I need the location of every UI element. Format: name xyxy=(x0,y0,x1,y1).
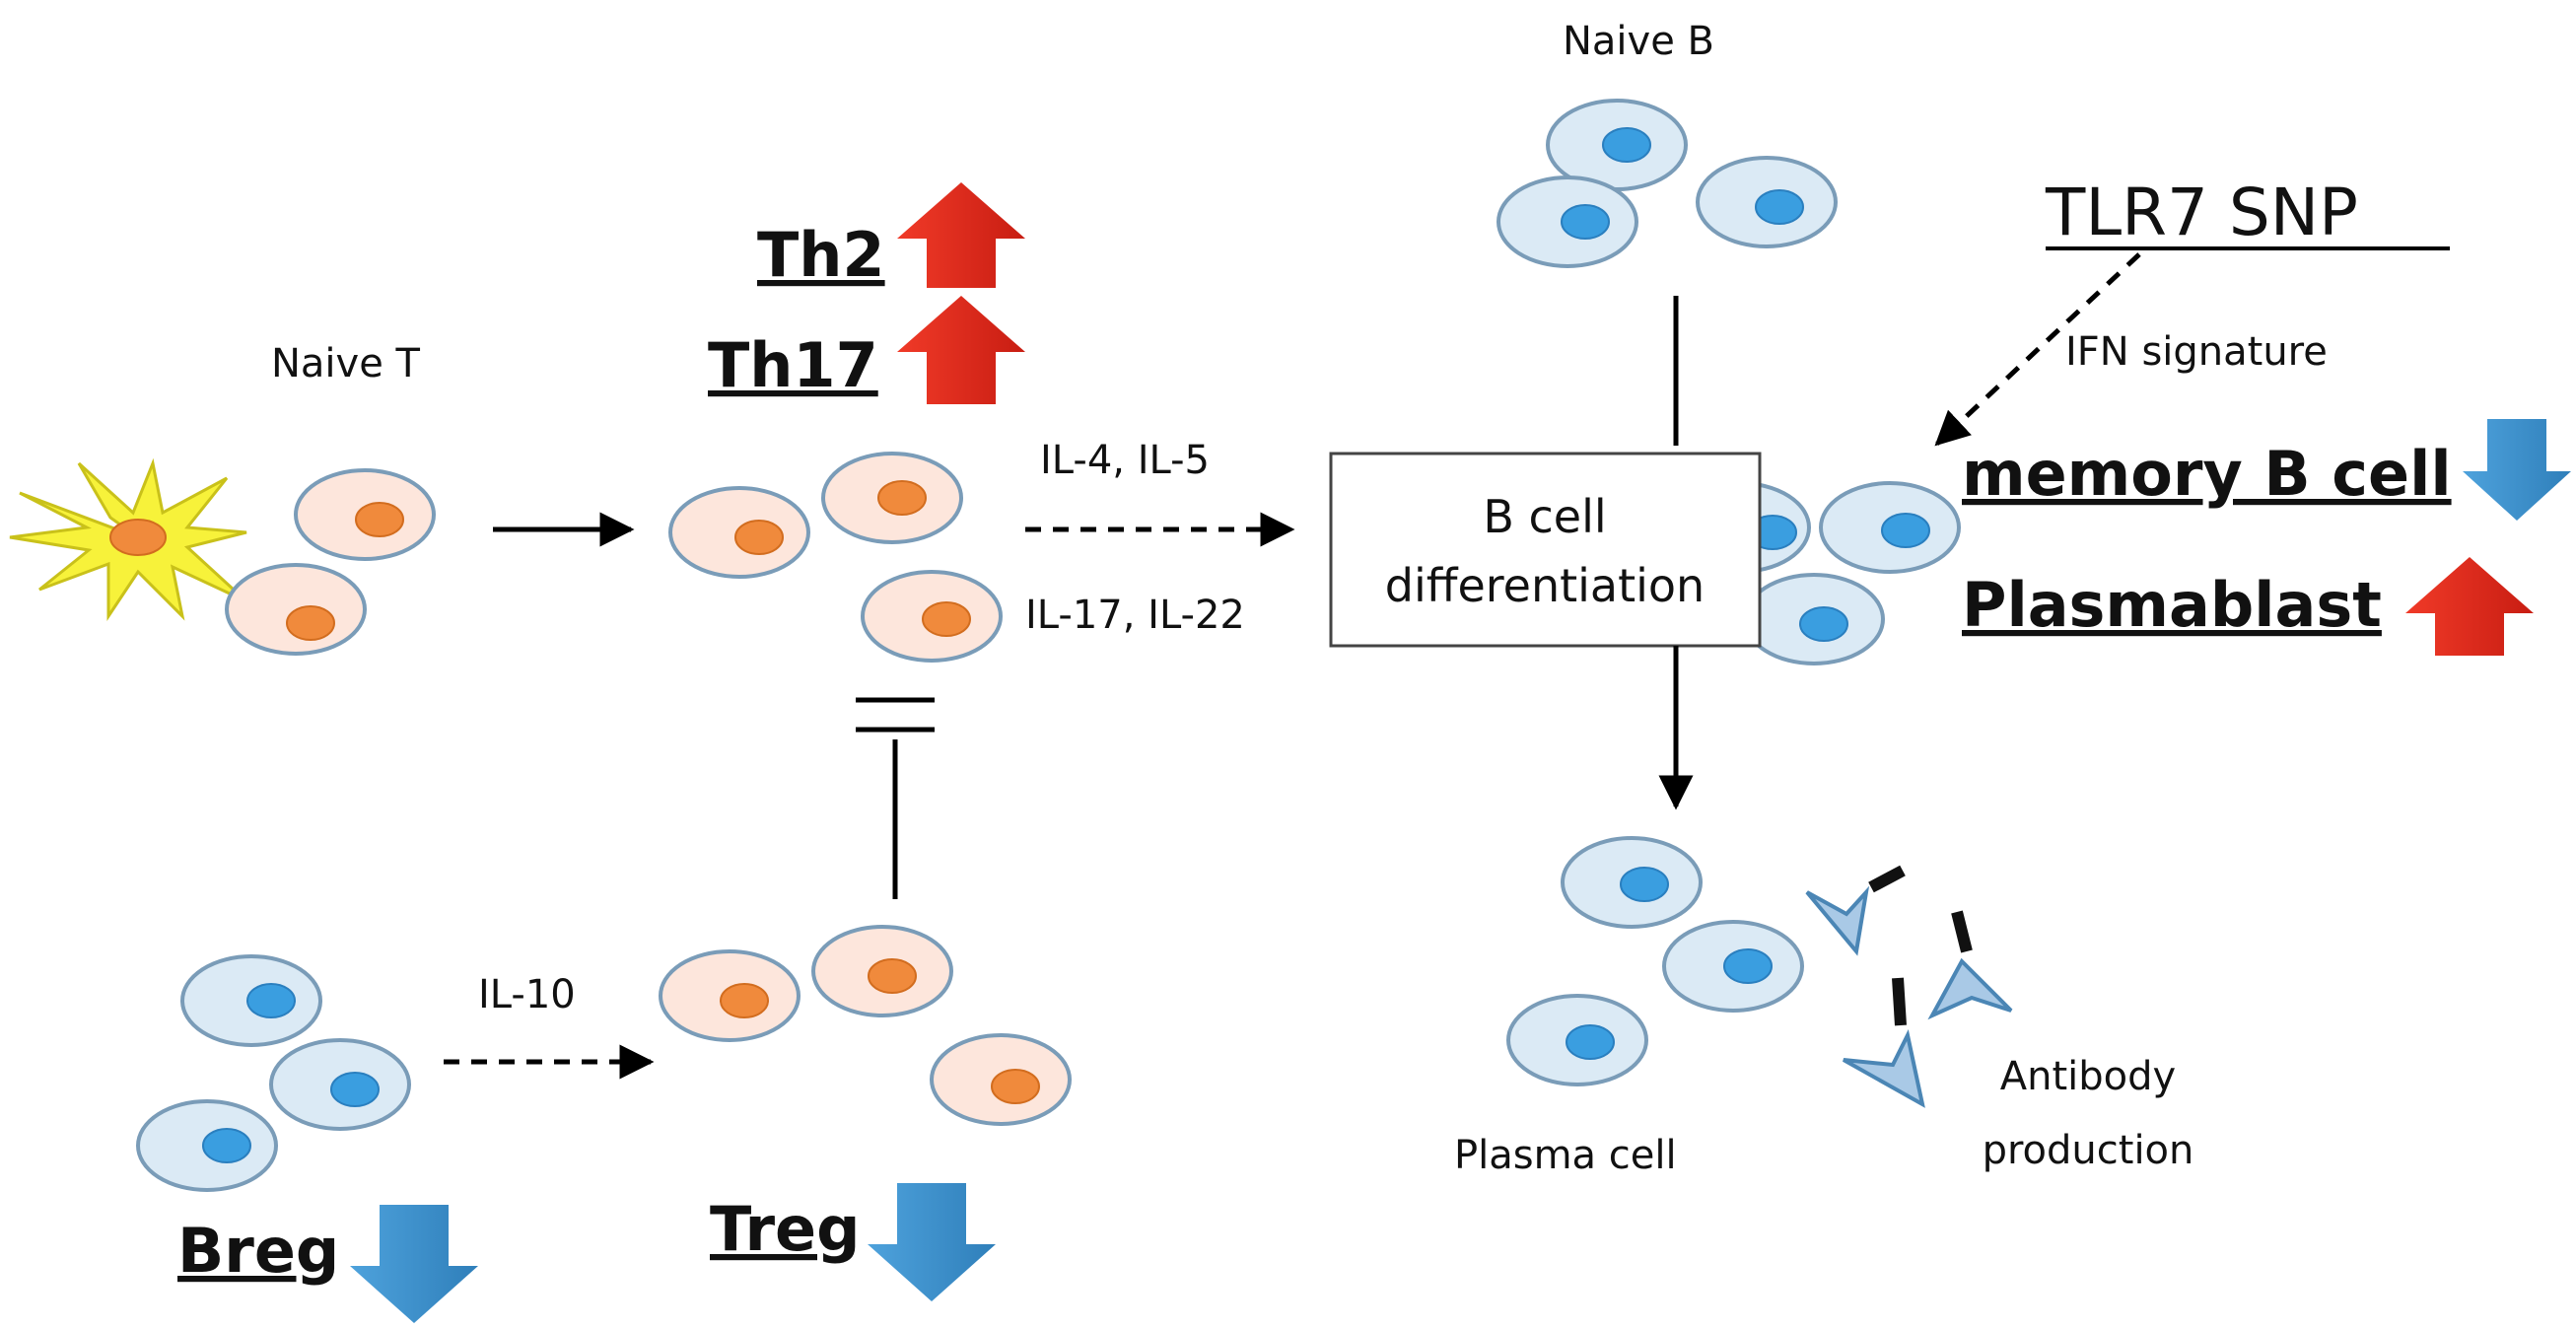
breg-label: Breg xyxy=(177,1215,339,1287)
th17-up-arrow-icon xyxy=(897,296,1025,404)
treg-label: Treg xyxy=(710,1193,861,1265)
plasma-cell-label: Plasma cell xyxy=(1454,1133,1677,1178)
tlr7-snp-label: TLR7 SNP xyxy=(2045,175,2358,250)
ifn-signature-label: IFN signature xyxy=(2065,329,2328,375)
dendritic-cell xyxy=(9,457,248,621)
antibody-label: Antibody xyxy=(2000,1054,2176,1099)
memory-b-down-arrow-icon xyxy=(2463,419,2571,521)
th-cells xyxy=(668,452,1003,663)
plasmablast-up-arrow-icon xyxy=(2405,557,2534,656)
antibody-3-icon xyxy=(1843,977,1925,1108)
th17-label: Th17 xyxy=(708,329,878,401)
plasmablast-label: Plasmablast xyxy=(1962,569,2382,641)
box-line-2: differentiation xyxy=(1385,559,1705,612)
box-line-1: B cell xyxy=(1483,490,1606,543)
breg-down-arrow-icon xyxy=(350,1205,478,1323)
naive-b-cells xyxy=(1497,99,1838,268)
tlr7-arrow xyxy=(1934,252,2141,447)
naive-b-label: Naive B xyxy=(1563,19,1714,64)
th2-up-arrow-icon xyxy=(897,182,1025,288)
breg-cells xyxy=(136,954,411,1192)
treg-down-arrow-icon xyxy=(868,1183,996,1301)
il4-il5-label: IL-4, IL-5 xyxy=(1040,438,1210,483)
il17-il22-label: IL-17, IL-22 xyxy=(1025,593,1245,638)
treg-cells xyxy=(659,925,1072,1126)
antibody-1-icon xyxy=(1805,865,1906,956)
plasma-cells xyxy=(1506,836,1804,1086)
b-cell-differentiation-box: B cell differentiation xyxy=(1329,452,1762,648)
il10-label: IL-10 xyxy=(478,972,576,1017)
production-label: production xyxy=(1983,1128,2194,1173)
memory-b-cell-label: memory B cell xyxy=(1962,438,2452,510)
antibody-2-icon xyxy=(1927,910,2013,1020)
naive-t-label: Naive T xyxy=(271,341,421,386)
naive-t-cells xyxy=(225,468,436,656)
th2-label: Th2 xyxy=(757,219,885,291)
inhibition-bar xyxy=(856,697,935,899)
